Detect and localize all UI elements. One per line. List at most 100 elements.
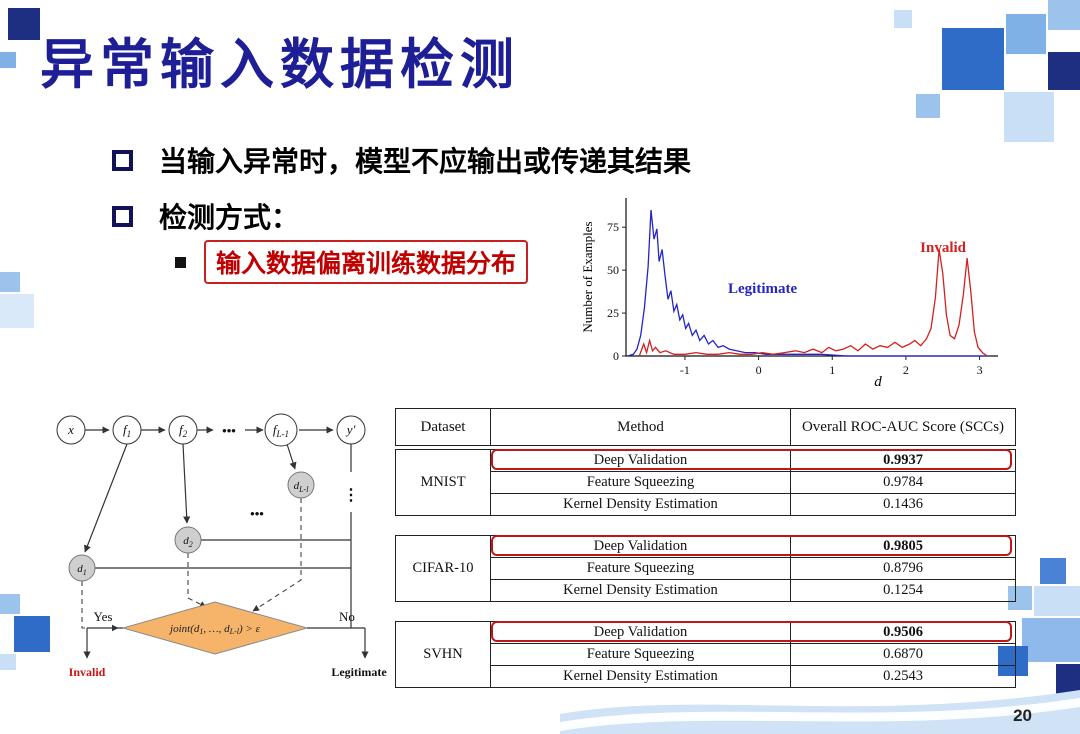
score-cell: 0.2543 xyxy=(790,665,1016,688)
dashed-links xyxy=(81,498,302,632)
method-cell: Feature Squeezing xyxy=(490,557,791,580)
chart-axes xyxy=(625,198,998,357)
score-cell: 0.1436 xyxy=(790,493,1016,516)
x-tick-label: 2 xyxy=(903,363,909,377)
table-row: SVHN Deep Validation 0.9506 xyxy=(395,621,1016,688)
page-title: 异常输入数据检测 xyxy=(40,35,520,95)
decor-square xyxy=(942,28,1004,90)
svg-text:f2: f2 xyxy=(179,422,188,439)
y-axis-label: Number of Examples xyxy=(580,221,595,332)
x-axis-label: d xyxy=(874,374,882,390)
validation-flow-diagram: x f1 f2 fL-1 y′ dL-l d2 d1 ••• ••• ⋮ joi… xyxy=(25,400,395,695)
method-cell: Feature Squeezing xyxy=(490,471,791,494)
score-cell: 0.9784 xyxy=(790,471,1016,494)
score-cell: 0.9937 xyxy=(790,449,1016,472)
node-f1 xyxy=(112,415,142,445)
legitimate-outcome-label: Legitimate xyxy=(331,665,387,679)
decor-square xyxy=(0,272,20,292)
layer-nodes xyxy=(56,413,366,582)
method-cell: Deep Validation xyxy=(490,621,791,644)
svg-text:y′: y′ xyxy=(345,422,356,437)
svg-text:d1: d1 xyxy=(77,563,87,577)
dataset-cell: CIFAR-10 xyxy=(395,535,491,602)
bullet-item-2: 检测方式： xyxy=(112,196,299,236)
x-tick-label: -1 xyxy=(680,363,690,377)
table-group-svhn: SVHN Deep Validation 0.9506 Feature Sque… xyxy=(395,621,1016,688)
decor-swoosh xyxy=(560,690,1080,734)
bullet-text: 检测方式： xyxy=(159,202,300,233)
x-tick-label: 3 xyxy=(977,363,983,377)
legitimate-series-label: Legitimate xyxy=(728,281,797,297)
y-tick-label: 75 xyxy=(607,220,619,234)
horizontal-dots-icon: ••• xyxy=(222,423,236,438)
dataset-cell: SVHN xyxy=(395,621,491,688)
branch-lines xyxy=(83,627,369,659)
score-cell: 0.8796 xyxy=(790,557,1016,580)
decor-square xyxy=(1022,618,1080,662)
decor-square xyxy=(14,616,50,652)
invalid-outcome-label: Invalid xyxy=(69,665,106,679)
decor-square xyxy=(916,94,940,118)
table-group-cifar10: CIFAR-10 Deep Validation 0.9805 Feature … xyxy=(395,535,1016,602)
table-row: MNIST Deep Validation 0.9937 xyxy=(395,449,1016,516)
node-fL-1 xyxy=(264,413,298,447)
decor-square xyxy=(1034,586,1080,616)
node-y-prime xyxy=(336,415,366,445)
svg-text:d2: d2 xyxy=(183,535,193,549)
decision-condition: joint(d1, …, dL-l) > ε xyxy=(168,623,261,636)
vertical-dots-icon: ⋮ xyxy=(343,487,359,504)
table-row: Kernel Density Estimation 0.1254 xyxy=(396,579,1016,602)
y-tick-label: 25 xyxy=(607,306,619,320)
sub-bullet-item: 输入数据偏离训练数据分布 xyxy=(175,240,529,284)
results-table: Dataset Method Overall ROC-AUC Score (SC… xyxy=(395,408,1016,688)
y-tick-label: 0 xyxy=(613,349,619,363)
svg-text:fL-1: fL-1 xyxy=(273,422,289,439)
table-row: Kernel Density Estimation 0.1436 xyxy=(396,493,1016,516)
dataset-cell: MNIST xyxy=(395,449,491,516)
method-cell: Kernel Density Estimation xyxy=(490,665,791,688)
decor-square xyxy=(0,294,34,328)
node-d2 xyxy=(174,526,202,554)
y-tick-label: 50 xyxy=(607,263,619,277)
hollow-square-bullet-icon xyxy=(112,149,133,171)
legitimate-curve xyxy=(627,209,987,357)
method-cell: Deep Validation xyxy=(490,535,791,558)
decor-square xyxy=(1006,14,1046,54)
x-tick-label: 0 xyxy=(756,363,762,377)
x-tick-label: 1 xyxy=(829,363,835,377)
score-cell: 0.9805 xyxy=(790,535,1016,558)
yes-label: Yes xyxy=(94,609,113,624)
decor-square xyxy=(894,10,912,28)
table-row: CIFAR-10 Deep Validation 0.9805 xyxy=(395,535,1016,602)
filled-square-bullet-icon xyxy=(175,256,186,268)
method-cell: Deep Validation xyxy=(490,449,791,472)
horizontal-dots-icon: ••• xyxy=(250,506,264,521)
score-cell: 0.6870 xyxy=(790,643,1016,666)
no-label: No xyxy=(339,609,355,624)
decor-square xyxy=(0,654,16,670)
table-row: Kernel Density Estimation 0.2543 xyxy=(396,665,1016,688)
table-header: Dataset Method Overall ROC-AUC Score (SC… xyxy=(395,408,1016,446)
header-score: Overall ROC-AUC Score (SCCs) xyxy=(790,408,1016,446)
bullet-text: 当输入异常时，模型不应输出或传递其结果 xyxy=(159,146,692,177)
decor-square xyxy=(0,52,16,68)
page-number: 20 xyxy=(1013,706,1032,725)
method-cell: Kernel Density Estimation xyxy=(490,493,791,516)
decor-square xyxy=(8,8,40,40)
table-row: Feature Squeezing 0.6870 xyxy=(396,643,1016,666)
table-row: Feature Squeezing 0.9784 xyxy=(396,471,1016,494)
node-f2 xyxy=(168,415,198,445)
node-labels: x f1 f2 fL-1 y′ dL-l d2 d1 ••• ••• ⋮ xyxy=(67,422,359,577)
node-x xyxy=(56,415,86,445)
decor-square xyxy=(0,594,20,614)
decor-square xyxy=(1048,0,1080,30)
svg-text:x: x xyxy=(67,422,74,437)
distribution-chart: Number of Examples d Legitimate Invalid … xyxy=(578,188,1013,398)
method-cell: Feature Squeezing xyxy=(490,643,791,666)
bullet-item-1: 当输入异常时，模型不应输出或传递其结果 xyxy=(112,140,691,180)
hollow-square-bullet-icon xyxy=(112,205,133,227)
invalid-series-label: Invalid xyxy=(920,240,967,256)
svg-text:f1: f1 xyxy=(123,422,131,439)
invalid-curve xyxy=(638,249,988,357)
